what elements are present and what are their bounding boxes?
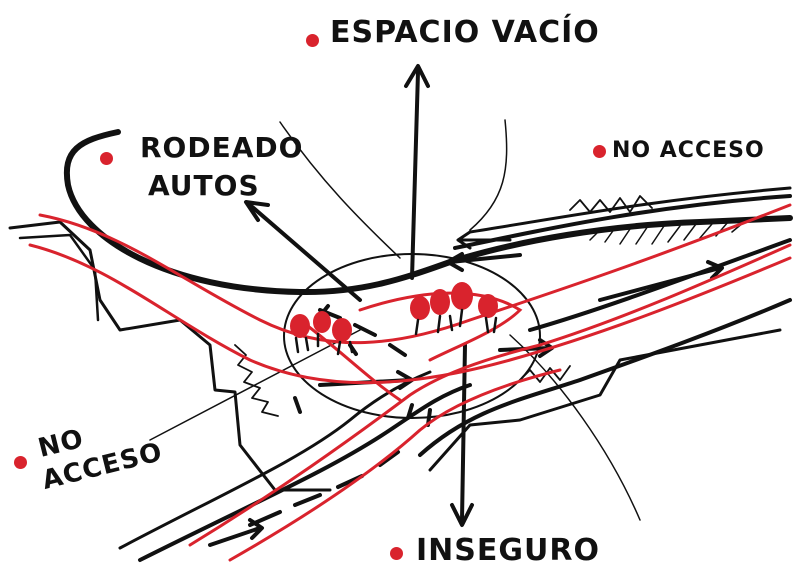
arrow-up-shaft (410, 70, 420, 280)
person-mark (451, 282, 473, 310)
lower-right-edge (428, 328, 782, 472)
red-road-5 (298, 318, 402, 402)
road-edge-loop (63, 129, 793, 296)
arrow-down-shaft (460, 343, 467, 522)
tick-marks (293, 304, 432, 427)
right-road-edge (528, 238, 792, 332)
arrow-flow-5 (446, 252, 522, 272)
leader-line-right (469, 119, 508, 231)
arrow-rodeado-head (244, 200, 270, 222)
person-mark (313, 311, 331, 333)
person-mark (410, 296, 430, 320)
arrow-flow-3 (598, 260, 724, 302)
person-mark (430, 289, 450, 315)
left-block-edge (8, 220, 332, 492)
bullet-dot (593, 145, 606, 158)
bullet-dot (390, 547, 403, 560)
dashed-lane (248, 450, 400, 527)
hatch-area (589, 221, 745, 245)
label-inseguro: INSEGURO (416, 533, 600, 568)
arrow-up-head (404, 64, 430, 88)
lower-right-edge2 (418, 298, 792, 457)
leader-line-top (279, 121, 401, 259)
red-road-2 (28, 243, 792, 385)
red-road-3 (188, 243, 792, 547)
arrow-down-head (450, 503, 474, 527)
zigzag-left (234, 344, 279, 417)
left-block-edge2 (18, 233, 100, 322)
lower-road-edge (138, 383, 472, 562)
person-mark (332, 318, 352, 342)
bullet-dot (14, 456, 27, 469)
leader-line-left (149, 329, 361, 441)
people-legs (294, 308, 498, 356)
person-mark (290, 314, 310, 338)
people-markers (290, 282, 498, 342)
bullet-dot (100, 152, 113, 165)
label-rodeado: RODEADO (140, 131, 304, 164)
bullet-dot (306, 34, 319, 47)
person-mark (478, 294, 498, 318)
arrow-rodeado-shaft (248, 203, 362, 302)
leader-line-lower-right (509, 334, 641, 521)
red-road-4 (228, 368, 562, 562)
red-curve-inner (358, 291, 523, 362)
label-no-acceso-right: NO ACCESO (612, 138, 765, 163)
label-autos: AUTOS (148, 169, 260, 202)
arrow-flow-6 (456, 230, 512, 250)
zigzag-right (569, 195, 653, 213)
label-espacio-vacio: ESPACIO VACÍO (330, 15, 600, 50)
red-road-1 (38, 203, 792, 345)
